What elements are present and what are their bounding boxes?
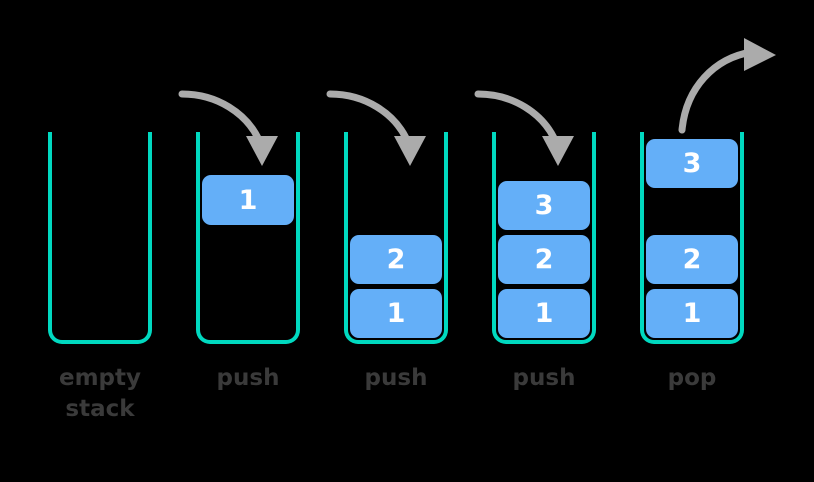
stack-container <box>492 132 596 344</box>
stack-block: 1 <box>646 289 738 338</box>
stack-block: 3 <box>498 181 590 230</box>
stack-caption: push <box>216 365 280 391</box>
stack-column-push-2: 2 1 push <box>326 0 496 482</box>
stack-block: 2 <box>350 235 442 284</box>
stack-container <box>48 132 152 344</box>
stack-block: 1 <box>202 175 294 225</box>
stack-column-push-3: 3 2 1 push <box>474 0 644 482</box>
stack-caption: pop <box>667 365 717 391</box>
stack-caption: push <box>364 365 428 391</box>
stack-column-pop: 3 2 1 pop <box>632 0 792 482</box>
stack-block: 3 <box>646 139 738 188</box>
stack-container <box>640 132 744 344</box>
stack-block: 1 <box>350 289 442 338</box>
stack-container <box>344 132 448 344</box>
stack-block: 2 <box>646 235 738 284</box>
stack-block: 1 <box>498 289 590 338</box>
stack-column-push-1: 1 push <box>178 0 348 482</box>
stack-block: 2 <box>498 235 590 284</box>
stack-caption: push <box>512 365 576 391</box>
stack-container <box>196 132 300 344</box>
stack-caption: empty stack <box>58 365 142 422</box>
stack-column-empty-stack: empty stack <box>40 0 200 482</box>
